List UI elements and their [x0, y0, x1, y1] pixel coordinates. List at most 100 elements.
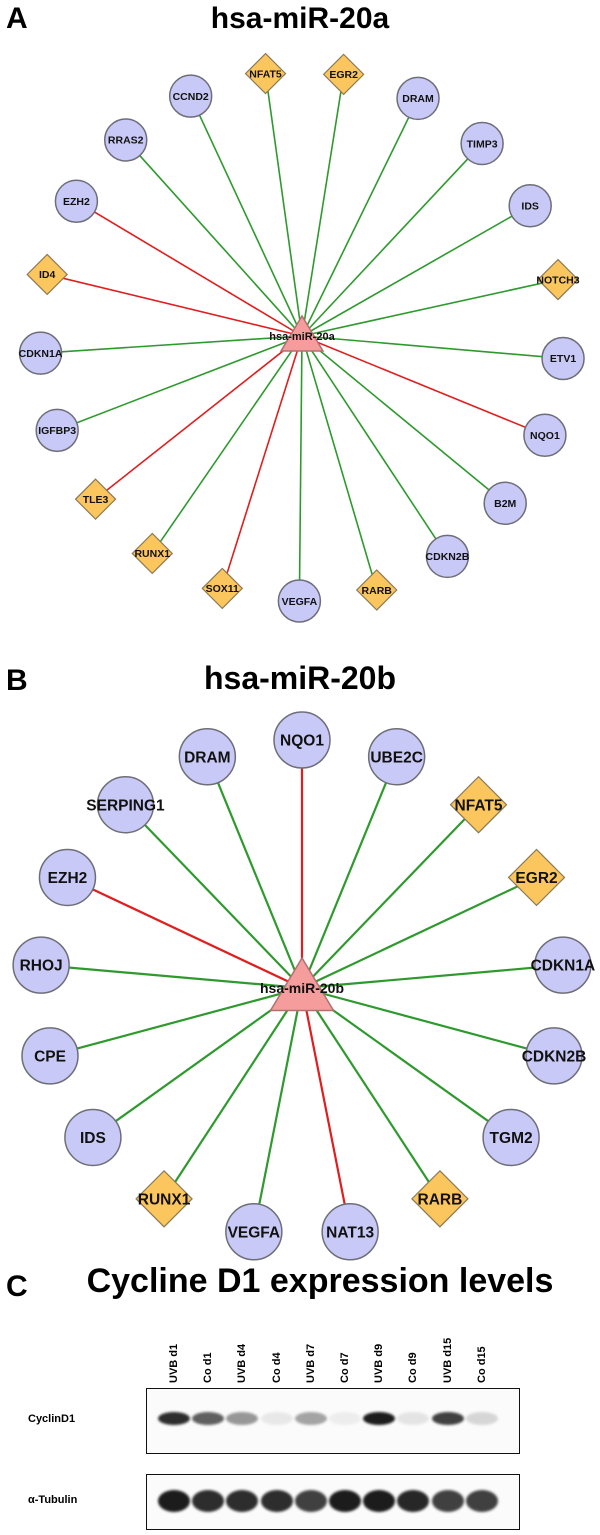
diamond-node-shape	[507, 848, 566, 907]
node-label: ID4	[39, 269, 56, 281]
lane-label-co-d4: Co d4	[270, 1352, 283, 1383]
band	[465, 1411, 498, 1425]
edge-timp3	[301, 143, 483, 337]
edge-ube2c	[300, 756, 398, 989]
lane-label-co-d1: Co d1	[202, 1352, 215, 1383]
node-label: RUNX1	[138, 1191, 191, 1208]
band	[363, 1411, 396, 1425]
edge-etv1	[301, 335, 564, 360]
circle-node-shape	[367, 727, 426, 786]
node-label: RARB	[362, 585, 393, 597]
node-b2m: B2M	[483, 481, 527, 526]
node-label: TLE3	[83, 494, 109, 506]
edge-ids	[92, 987, 303, 1139]
circle-node-shape	[277, 579, 322, 623]
edge-nqo1	[301, 335, 546, 437]
edge-vegfa	[298, 335, 303, 601]
node-ube2c: UBE2C	[367, 727, 426, 786]
node-nfat5: NFAT5	[244, 52, 287, 95]
diamond-node-shape	[135, 1170, 193, 1228]
node-label: VEGFA	[228, 1224, 281, 1241]
circle-node-shape	[460, 121, 504, 166]
circle-node-shape	[64, 1108, 122, 1167]
circle-node-shape	[525, 1027, 583, 1085]
diamond-node-shape	[201, 567, 244, 610]
node-label: SOX11	[206, 583, 239, 595]
node-cdkn1a: CDKN1A	[531, 936, 596, 994]
lane-label-uvb-d9: UVB d9	[373, 1343, 386, 1383]
node-ids: IDS	[64, 1108, 122, 1167]
diamond-node-shape	[411, 1170, 469, 1228]
node-vegfa: VEGFA	[277, 579, 322, 623]
node-vegfa: VEGFA	[225, 1203, 283, 1261]
edge-cdkn2b	[301, 335, 449, 557]
edge-rras2	[125, 139, 303, 337]
node-label: CCND2	[173, 91, 209, 103]
node-egr2: EGR2	[322, 53, 365, 96]
row-label-cyclind1: CyclinD1	[28, 1413, 76, 1425]
node-label: RUNX1	[134, 548, 170, 560]
circle-node-shape	[321, 1203, 379, 1261]
diamond-node-shape	[74, 478, 117, 520]
node-label: NQO1	[530, 430, 560, 442]
node-egr2: EGR2	[507, 848, 566, 907]
panel-a-title: hsa-miR-20a	[210, 2, 390, 35]
node-label: NFAT5	[249, 68, 282, 80]
circle-node-shape	[35, 408, 79, 453]
lane-label-uvb-d4: UVB d4	[236, 1343, 249, 1383]
node-runx1: RUNX1	[135, 1170, 193, 1228]
node-label: CPE	[34, 1048, 66, 1065]
circle-node-shape	[483, 481, 527, 526]
node-label: EZH2	[63, 196, 90, 208]
edge-tgm2	[301, 987, 512, 1139]
node-ezh2: EZH2	[38, 848, 97, 907]
node-rarb: RARB	[355, 569, 398, 611]
circle-node-shape	[396, 76, 440, 121]
circle-node-shape	[482, 1108, 540, 1167]
node-label: CDKN2B	[426, 551, 470, 563]
band	[158, 1411, 190, 1425]
edge-vegfa	[252, 987, 304, 1232]
panel-b-letter: B	[6, 664, 28, 697]
node-cdkn2b: CDKN2B	[522, 1027, 586, 1085]
circle-node-shape	[541, 336, 585, 381]
band	[329, 1411, 361, 1425]
node-label: RRAS2	[108, 135, 144, 147]
edge-dram	[301, 98, 419, 337]
node-timp3: TIMP3	[460, 121, 504, 166]
edge-serping1	[124, 803, 303, 989]
band	[192, 1411, 225, 1425]
node-label: CDKN1A	[19, 348, 63, 360]
edge-egr2	[301, 74, 345, 337]
node-label: CDKN1A	[531, 958, 596, 975]
edge-runx1	[151, 335, 303, 554]
diamond-node-shape	[355, 569, 398, 611]
edge-tle3	[95, 335, 303, 500]
node-label: EGR2	[515, 870, 557, 887]
node-label: RARB	[418, 1191, 463, 1208]
center-triangle	[269, 956, 335, 1012]
circle-node-shape	[178, 727, 237, 786]
edge-cdkn1a	[40, 335, 303, 354]
node-rarb: RARB	[411, 1170, 469, 1228]
lane-label-uvb-d1: UVB d1	[168, 1343, 180, 1383]
diamond-node-shape	[244, 52, 287, 95]
edge-rarb	[301, 987, 441, 1200]
circle-node-shape	[508, 184, 552, 228]
node-nqo1: NQO1	[273, 711, 331, 769]
diamond-node-shape	[131, 532, 174, 575]
band	[397, 1490, 430, 1512]
node-serping1: SERPING1	[86, 775, 165, 834]
node-label: NOTCH3	[536, 274, 579, 286]
node-ccnd2: CCND2	[168, 74, 213, 118]
band	[397, 1411, 430, 1425]
node-label: NAT13	[326, 1224, 374, 1241]
band	[329, 1490, 361, 1512]
edge-ezh2	[76, 200, 303, 337]
node-label: TIMP3	[467, 138, 498, 150]
node-label: DRAM	[184, 749, 231, 766]
edge-igfbp3	[56, 335, 303, 432]
node-ids: IDS	[508, 184, 552, 228]
node-ezh2: EZH2	[54, 179, 99, 223]
center-label: hsa-miR-20a	[269, 331, 335, 343]
